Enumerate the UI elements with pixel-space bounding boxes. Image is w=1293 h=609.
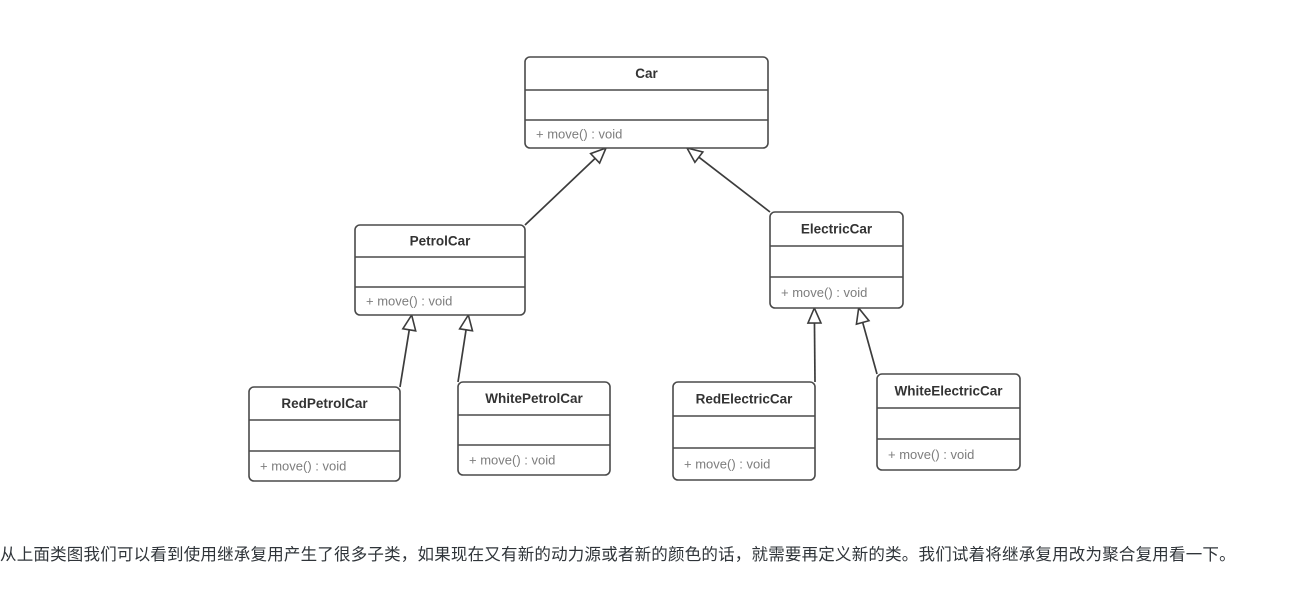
class-box-outline	[769, 211, 904, 309]
generalization-electriccar-to-car	[685, 146, 771, 213]
class-box-petrolcar[interactable]: PetrolCar + move() : void	[354, 224, 526, 316]
class-box-whiteelectriccar[interactable]: WhiteElectricCar + move() : void	[876, 373, 1021, 471]
class-name-label: Car	[635, 66, 658, 81]
class-box-outline	[354, 224, 526, 316]
generalization-line	[861, 322, 878, 375]
class-method-label: + move() : void	[888, 447, 974, 462]
class-box-outline	[876, 373, 1021, 471]
generalization-arrowhead	[855, 306, 871, 326]
generalization-whiteelectriccar-to-electriccar	[855, 306, 878, 375]
generalization-connectors	[399, 146, 878, 388]
class-box-redpetrolcar[interactable]: RedPetrolCar + move() : void	[248, 386, 401, 482]
generalization-arrowhead	[806, 305, 823, 324]
class-box-outline	[672, 381, 816, 481]
generalization-line	[399, 329, 411, 388]
generalization-redpetrolcar-to-petrolcar	[399, 313, 417, 388]
class-name-label: WhitePetrolCar	[485, 391, 583, 406]
class-name-label: RedPetrolCar	[281, 396, 368, 411]
generalization-redelectriccar-to-electriccar	[806, 305, 823, 383]
class-method-label: + move() : void	[260, 458, 346, 473]
cut-off-top-text: ········································…	[0, 0, 300, 3]
article-paragraph: 从上面类图我们可以看到使用继承复用产生了很多子类，如果现在又有新的动力源或者新的…	[0, 545, 1236, 564]
generalization-arrowhead	[589, 146, 608, 165]
class-box-whitepetrolcar[interactable]: WhitePetrolCar + move() : void	[457, 381, 611, 476]
generalization-line	[698, 156, 771, 213]
class-box-electriccar[interactable]: ElectricCar + move() : void	[769, 211, 904, 309]
generalization-arrowhead	[458, 313, 474, 332]
generalization-whitepetrolcar-to-petrolcar	[457, 313, 474, 383]
class-method-label: + move() : void	[684, 456, 770, 471]
class-method-label: + move() : void	[781, 285, 867, 300]
class-name-label: ElectricCar	[801, 222, 873, 237]
class-method-label: + move() : void	[469, 452, 555, 467]
class-box-outline	[248, 386, 401, 482]
class-name-label: PetrolCar	[410, 234, 472, 249]
class-box-outline	[524, 56, 769, 149]
class-box-redelectriccar[interactable]: RedElectricCar + move() : void	[672, 381, 816, 481]
generalization-arrowhead	[685, 146, 705, 164]
class-name-label: RedElectricCar	[696, 392, 794, 407]
generalization-line	[524, 157, 596, 226]
class-method-label: + move() : void	[536, 126, 622, 141]
class-method-label: + move() : void	[366, 293, 452, 308]
generalization-line	[813, 322, 816, 383]
class-box-car[interactable]: Car + move() : void	[524, 56, 769, 149]
generalization-arrowhead	[401, 313, 417, 332]
generalization-line	[457, 329, 467, 383]
generalization-petrolcar-to-car	[524, 146, 608, 226]
class-box-outline	[457, 381, 611, 476]
class-name-label: WhiteElectricCar	[894, 384, 1003, 399]
